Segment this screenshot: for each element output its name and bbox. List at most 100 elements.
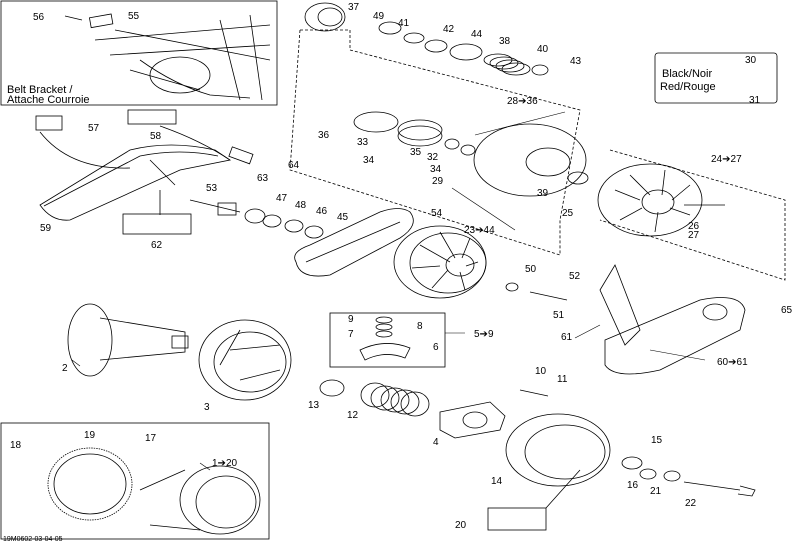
part-label: 52 — [569, 271, 581, 282]
bolt-22 — [683, 481, 756, 497]
bolt-11 — [519, 389, 549, 397]
drive-belt-54 — [294, 208, 414, 277]
part-label: 37 — [348, 2, 360, 13]
cover-part-61 — [599, 264, 641, 346]
washer-29 — [460, 144, 476, 156]
weight-6 — [359, 343, 411, 361]
spring-38 — [483, 53, 531, 76]
part-label: 22 — [685, 498, 697, 509]
part-label: 1➔20 — [212, 458, 238, 469]
part-label: 47 — [276, 193, 288, 204]
ring-gear-17 — [47, 447, 133, 521]
part-label: 63 — [257, 173, 269, 184]
driven-sheave — [473, 123, 587, 197]
legend-red: Red/Rouge — [660, 81, 716, 93]
part-label: 2 — [62, 363, 68, 374]
frame-sketch — [94, 14, 271, 101]
part-label: 49 — [373, 11, 385, 22]
washer-41 — [403, 32, 425, 44]
washer-39 — [567, 171, 589, 185]
part-label: 59 — [40, 223, 52, 234]
part-label: 42 — [443, 24, 455, 35]
label-57 — [35, 115, 63, 131]
bushing-33 — [397, 119, 443, 141]
part-label: 23➔44 — [464, 225, 495, 236]
bolt-51 — [529, 291, 568, 301]
nut-16 — [639, 468, 657, 480]
part-label: 35 — [410, 147, 422, 158]
part-label: 60➔61 — [717, 357, 748, 368]
part-label: 33 — [357, 137, 369, 148]
part-label: 16 — [627, 480, 639, 491]
part-label: 56 — [33, 12, 45, 23]
part-label: 12 — [347, 410, 359, 421]
diagram-code: 19M0602-03-04-05 — [3, 536, 63, 543]
washer-43 — [531, 64, 549, 76]
governor-cup-14 — [505, 413, 611, 487]
washer-45 — [304, 225, 324, 239]
belt-bracket-title: Belt Bracket / — [7, 84, 73, 96]
washer-7 — [375, 330, 393, 338]
legend-ref-bottom: 31 — [749, 95, 761, 106]
part-label: 34 — [430, 164, 442, 175]
part-label: 18 — [10, 440, 22, 451]
driven-pulley-assembly — [393, 225, 487, 299]
part-label: 10 — [535, 366, 547, 377]
spring-12 — [360, 382, 430, 417]
part-label: 17 — [145, 433, 157, 444]
legend-ref-top: 30 — [745, 55, 757, 66]
part-label: 11 — [557, 374, 568, 385]
label-58 — [127, 109, 177, 125]
ring-36 — [353, 111, 399, 133]
movable-sheave-3 — [198, 319, 292, 401]
part-label: 4 — [433, 437, 439, 448]
ring-gear-inset-frame — [0, 422, 270, 540]
washer-47 — [244, 208, 266, 224]
weights-box — [329, 312, 446, 368]
fixed-sheave-2 — [67, 303, 113, 377]
part-label: 8 — [417, 321, 423, 332]
part-label: 50 — [525, 264, 537, 275]
part-label: 61 — [561, 332, 573, 343]
part-label: 9 — [348, 314, 354, 325]
washer-8 — [375, 323, 393, 331]
part-label: 55 — [128, 11, 140, 22]
drive-pulley-1 — [179, 465, 261, 535]
part-label: 58 — [150, 131, 162, 142]
washer-15 — [621, 456, 643, 470]
part-label: 29 — [432, 176, 444, 187]
belt-bracket-subtitle: Attache Courroie — [7, 94, 90, 106]
part-label: 62 — [151, 240, 163, 251]
cam-sheave-25 — [597, 163, 703, 237]
belt-guard — [39, 144, 232, 221]
part-label: 19 — [84, 430, 96, 441]
part-label: 46 — [316, 206, 328, 217]
part-label: 53 — [206, 183, 218, 194]
part-label: 20 — [455, 520, 467, 531]
part-label: 36 — [318, 130, 330, 141]
part-label: 48 — [295, 200, 307, 211]
part-label: 13 — [308, 400, 320, 411]
part-label: 5➔9 — [474, 329, 494, 340]
part-label: 38 — [499, 36, 511, 47]
bracket-part-55 — [88, 13, 114, 29]
part-label: 3 — [204, 402, 210, 413]
label-62 — [122, 213, 192, 235]
part-label: 41 — [398, 18, 410, 29]
bracket-63 — [228, 146, 254, 165]
color-legend-box — [654, 52, 778, 104]
washer-46 — [284, 219, 304, 233]
part-label: 65 — [781, 305, 793, 316]
bolt-53 — [189, 199, 241, 213]
washer-50 — [505, 282, 519, 292]
part-label: 54 — [431, 208, 443, 219]
driven-pulley-boundary — [289, 29, 786, 281]
clutch-cover-60 — [604, 297, 746, 375]
cap-37 — [304, 2, 346, 32]
part-label: 34 — [363, 155, 375, 166]
legend-black: Black/Noir — [662, 68, 712, 80]
spider-4 — [439, 401, 506, 439]
washer-21 — [663, 470, 681, 482]
washer-32 — [444, 138, 460, 150]
